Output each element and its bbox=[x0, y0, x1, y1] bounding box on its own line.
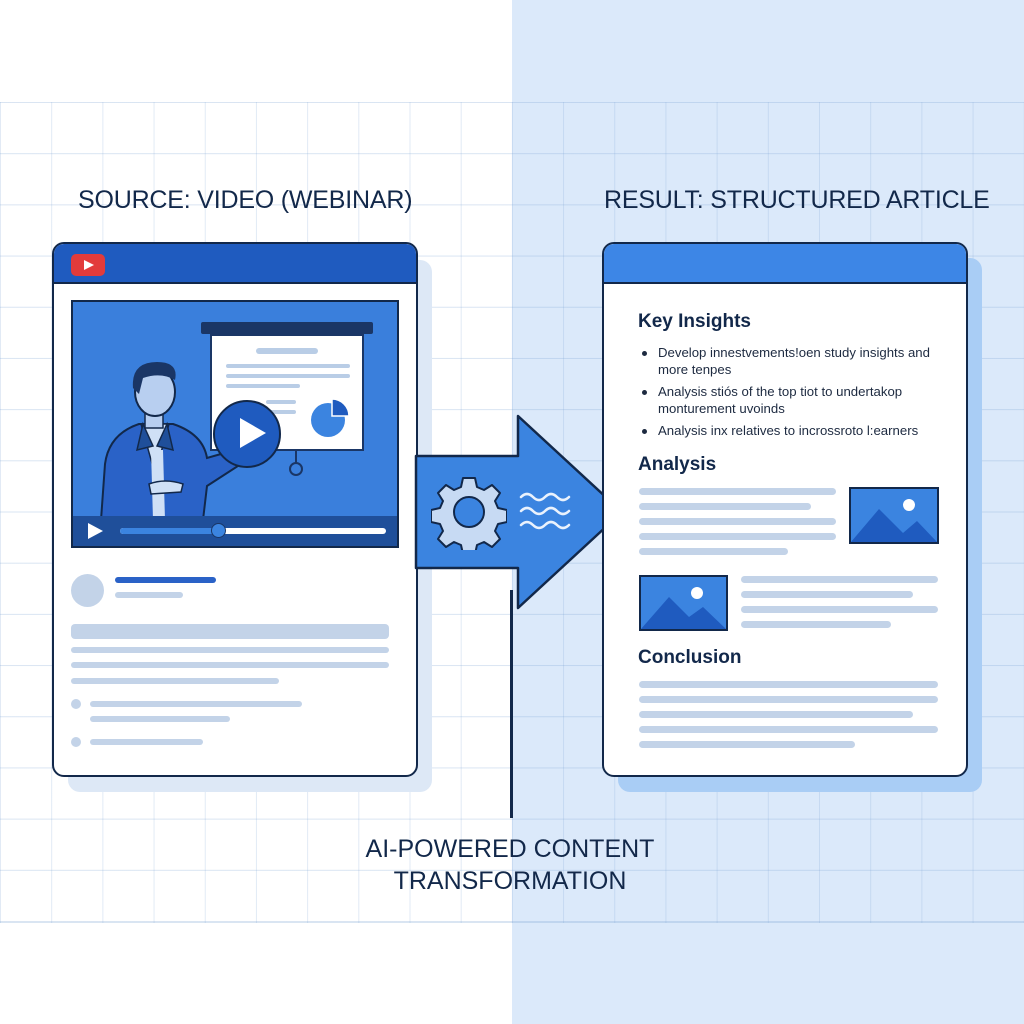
placeholder-line bbox=[90, 716, 230, 722]
placeholder-line bbox=[90, 739, 203, 745]
insight-item: Develop innestvements!oen study insights… bbox=[638, 344, 958, 378]
play-icon[interactable] bbox=[88, 523, 103, 539]
transformation-caption: AI-POWERED CONTENT TRANSFORMATION bbox=[340, 833, 680, 897]
placeholder-line bbox=[741, 576, 938, 583]
placeholder-line bbox=[639, 681, 938, 688]
screen-stand bbox=[289, 462, 303, 476]
projector-bar bbox=[201, 322, 373, 334]
transformation-arrow bbox=[414, 414, 624, 610]
placeholder-line bbox=[741, 591, 913, 598]
source-heading: SOURCE: VIDEO (WEBINAR) bbox=[78, 186, 413, 214]
insight-item: Analysis stiós of the top tiot to undert… bbox=[638, 383, 958, 417]
source-panel-header bbox=[54, 244, 416, 284]
video-platform-play-icon[interactable] bbox=[71, 254, 105, 276]
bullet-dot bbox=[71, 699, 81, 709]
placeholder-line bbox=[90, 701, 302, 707]
progress-track[interactable] bbox=[120, 528, 386, 534]
placeholder-line bbox=[639, 711, 913, 718]
center-divider bbox=[510, 590, 513, 818]
placeholder-line bbox=[639, 518, 836, 525]
channel-avatar bbox=[71, 574, 104, 607]
placeholder-line bbox=[639, 548, 788, 555]
placeholder-line bbox=[639, 488, 836, 495]
caption-line-1: AI-POWERED CONTENT bbox=[365, 835, 655, 863]
placeholder-line bbox=[639, 741, 855, 748]
article-panel-header bbox=[604, 244, 966, 284]
placeholder-line bbox=[71, 662, 389, 668]
source-video-panel bbox=[52, 242, 418, 777]
progress-fill bbox=[120, 528, 220, 534]
placeholder-line bbox=[71, 647, 389, 653]
channel-name-placeholder bbox=[115, 577, 216, 583]
result-heading: RESULT: STRUCTURED ARTICLE bbox=[604, 186, 990, 214]
progress-handle[interactable] bbox=[211, 523, 226, 538]
placeholder-line bbox=[639, 726, 938, 733]
video-controls bbox=[73, 516, 397, 546]
section-heading-key-insights: Key Insights bbox=[638, 311, 751, 332]
key-insights-list: Develop innestvements!oen study insights… bbox=[638, 344, 958, 444]
pie-chart-icon bbox=[311, 398, 350, 437]
play-button-icon[interactable] bbox=[213, 400, 281, 468]
structured-article-panel: Key Insights Develop innestvements!oen s… bbox=[602, 242, 968, 777]
placeholder-line bbox=[639, 503, 811, 510]
image-placeholder-icon bbox=[849, 487, 939, 544]
section-heading-conclusion: Conclusion bbox=[638, 647, 742, 668]
placeholder-line bbox=[639, 696, 938, 703]
placeholder-line bbox=[639, 533, 836, 540]
placeholder-line bbox=[115, 592, 183, 598]
video-player[interactable] bbox=[71, 300, 399, 548]
bullet-dot bbox=[71, 737, 81, 747]
waves-icon bbox=[519, 492, 571, 530]
insight-item: Analysis inx relatives to incrossroto l:… bbox=[638, 422, 958, 439]
caption-line-2: TRANSFORMATION bbox=[393, 867, 627, 895]
section-heading-analysis: Analysis bbox=[638, 454, 717, 475]
placeholder-line bbox=[71, 678, 279, 684]
image-placeholder-icon bbox=[639, 575, 728, 631]
placeholder-line bbox=[741, 606, 938, 613]
placeholder-line bbox=[741, 621, 891, 628]
gear-icon bbox=[431, 477, 507, 550]
video-title-placeholder bbox=[71, 624, 389, 639]
